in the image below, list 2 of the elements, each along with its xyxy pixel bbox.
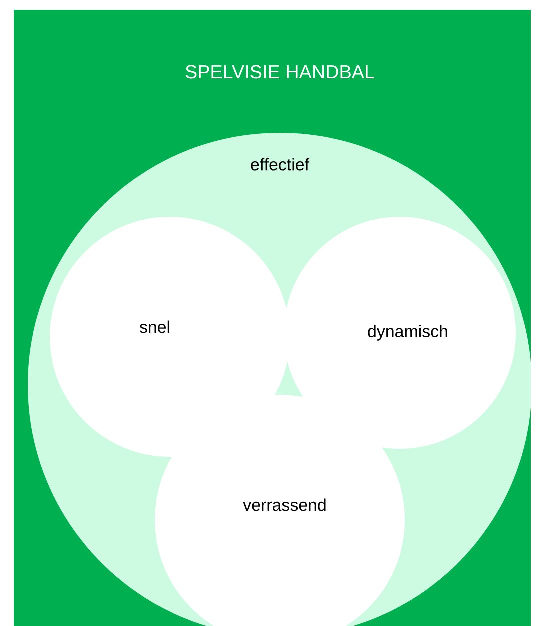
title: SPELVISIE HANDBAL [186,65,374,79]
node-label: verrassend [243,498,326,512]
